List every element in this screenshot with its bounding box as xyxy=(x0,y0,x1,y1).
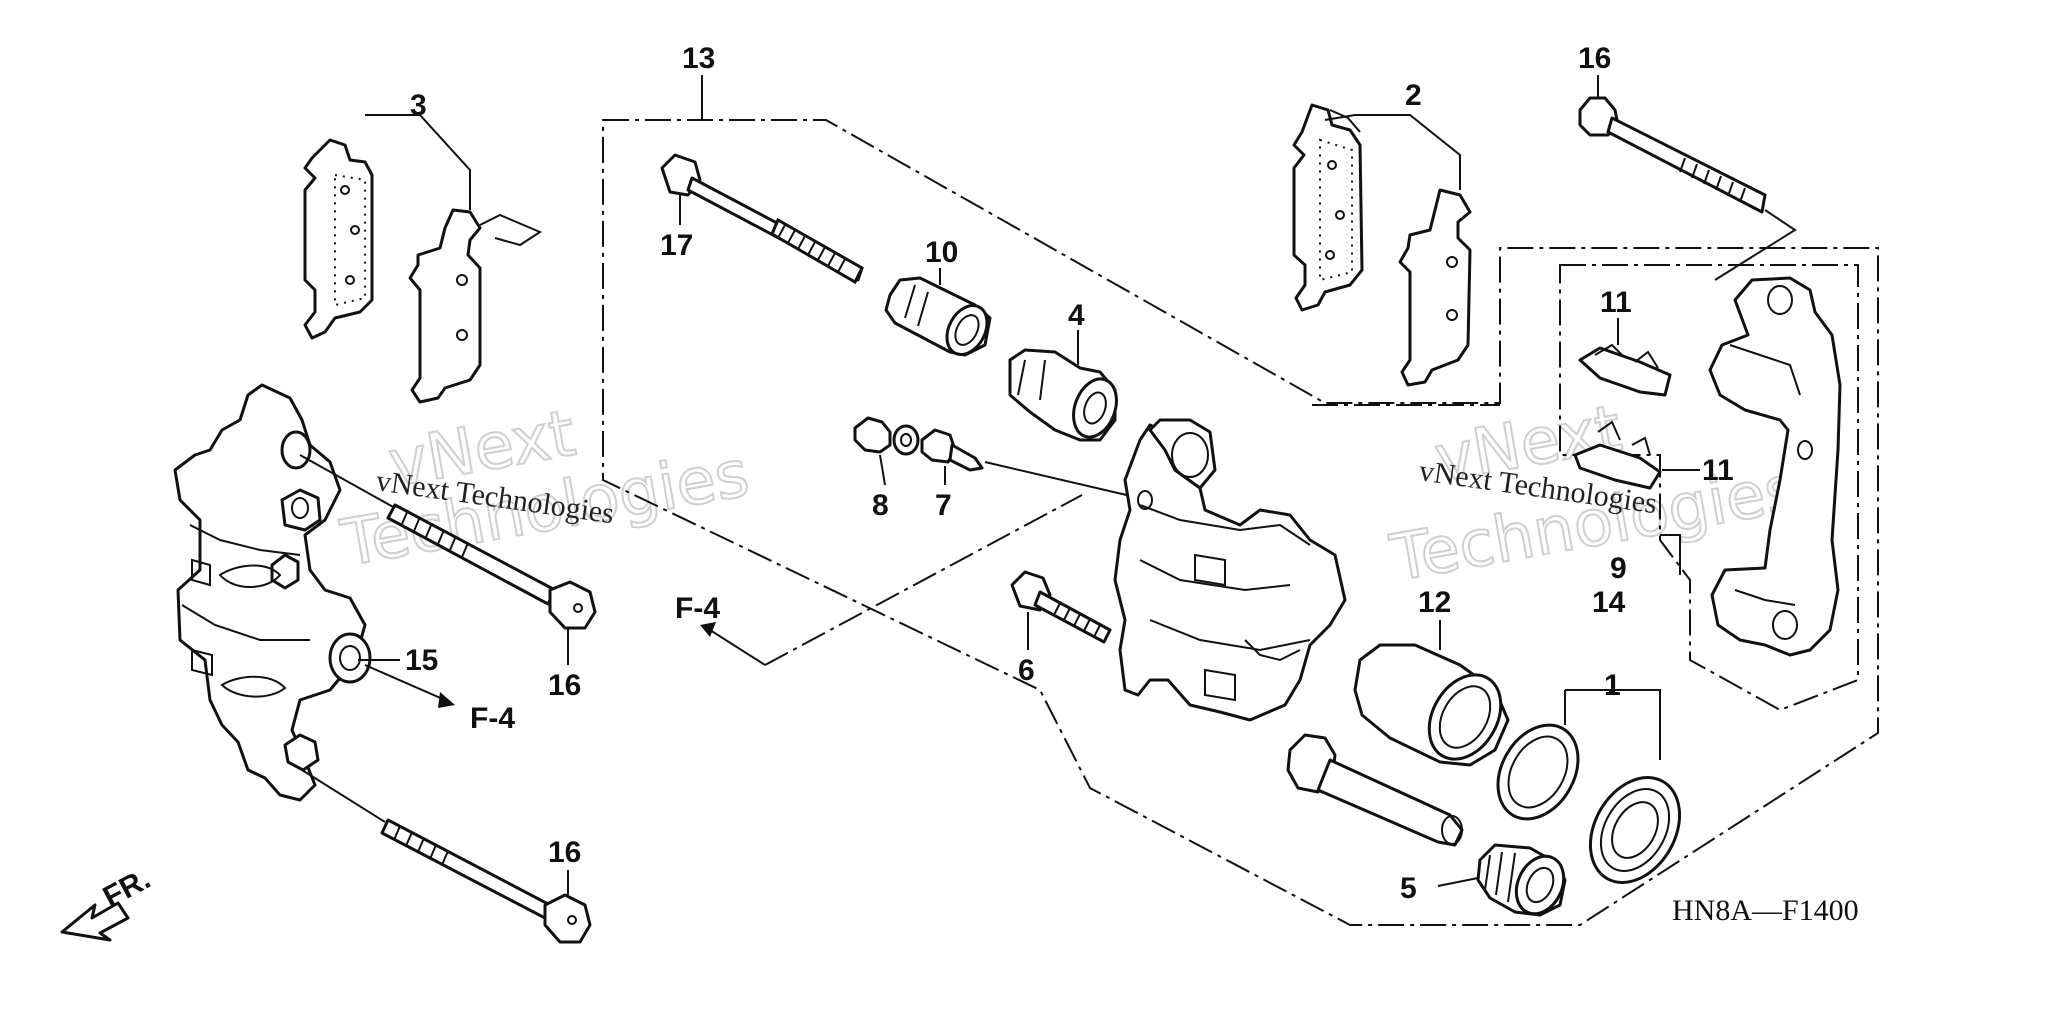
sleeve-10 xyxy=(884,268,992,357)
callout-6: 6 xyxy=(1018,654,1035,687)
leader-9-14 xyxy=(1660,534,1681,575)
bolt-16-middle xyxy=(299,454,597,665)
pin-bolt-6 xyxy=(1010,570,1112,650)
f4-arrowhead-left xyxy=(438,692,455,708)
front-direction-arrow: FR. xyxy=(60,862,156,942)
slide-pin xyxy=(1286,733,1464,847)
leader-2 xyxy=(1324,114,1461,190)
assembly-boundary xyxy=(602,119,1879,926)
brake-pad-set-2 xyxy=(1292,103,1472,387)
piston-12 xyxy=(1353,620,1510,767)
callout-2: 2 xyxy=(1405,79,1422,112)
f4-ref-line-left xyxy=(764,494,1083,666)
callout-9: 9 xyxy=(1610,552,1627,585)
leader-bolt-bottom-to-caliper xyxy=(301,769,386,823)
fr-arrow-icon xyxy=(60,901,130,942)
leader-16-top-b xyxy=(1714,209,1797,281)
leader-1b xyxy=(1564,690,1611,725)
callout-1: 1 xyxy=(1604,669,1621,702)
bolt-16-bottom xyxy=(301,769,592,944)
brake-pad-set-3 xyxy=(303,114,543,404)
callout-16-top: 16 xyxy=(1578,42,1611,75)
callout-5: 5 xyxy=(1400,872,1417,905)
callout-15: 15 xyxy=(405,644,438,677)
callout-14: 14 xyxy=(1592,586,1626,619)
leader-3 xyxy=(365,114,471,210)
bolt-16-top xyxy=(1578,75,1797,281)
caliper-assembly-15 xyxy=(173,383,372,802)
callout-17: 17 xyxy=(660,229,693,262)
seal-set-1 xyxy=(1496,689,1682,884)
callout-16-middle: 16 xyxy=(548,669,581,702)
bleed-cap-8 xyxy=(853,416,920,486)
f4-pointer-left xyxy=(364,664,446,701)
leader-7-to-caliper xyxy=(984,461,1136,498)
boot-5 xyxy=(1437,843,1567,917)
boot-4 xyxy=(1008,330,1118,442)
ref-f4-left: F-4 xyxy=(470,702,515,735)
f4-pointer-center xyxy=(709,629,766,666)
callout-16-bottom: 16 xyxy=(548,836,581,869)
f4-arrowhead-center xyxy=(700,622,716,637)
caliper-body xyxy=(1113,418,1347,722)
callout-7: 7 xyxy=(935,489,952,522)
callout-10: 10 xyxy=(925,236,958,269)
front-label: FR. xyxy=(98,862,156,914)
bracket-inner-boundary xyxy=(1559,264,1859,712)
caliper-bracket-9-14 xyxy=(1660,276,1842,657)
callout-12: 12 xyxy=(1418,586,1451,619)
leader-bolt-mid-to-caliper xyxy=(299,454,396,509)
bolt-17 xyxy=(660,153,864,285)
callout-4: 4 xyxy=(1068,299,1085,332)
callout-11-top: 11 xyxy=(1600,286,1632,319)
bleed-screw-7 xyxy=(920,428,1136,498)
callouts: 1 2 3 4 5 6 7 8 9 10 11 11 12 13 14 15 1… xyxy=(405,42,1734,905)
callout-11-bottom: 11 xyxy=(1702,454,1734,487)
ref-f4-center: F-4 xyxy=(675,592,720,625)
callout-3: 3 xyxy=(410,89,427,122)
callout-13: 13 xyxy=(682,42,715,75)
leader-1 xyxy=(1565,689,1661,760)
callout-8: 8 xyxy=(872,489,889,522)
diagram-code: HN8A—F1400 xyxy=(1672,894,1859,927)
leader-8 xyxy=(879,454,886,486)
leader-5 xyxy=(1437,877,1479,887)
pad-spring-11 xyxy=(1573,318,1700,490)
